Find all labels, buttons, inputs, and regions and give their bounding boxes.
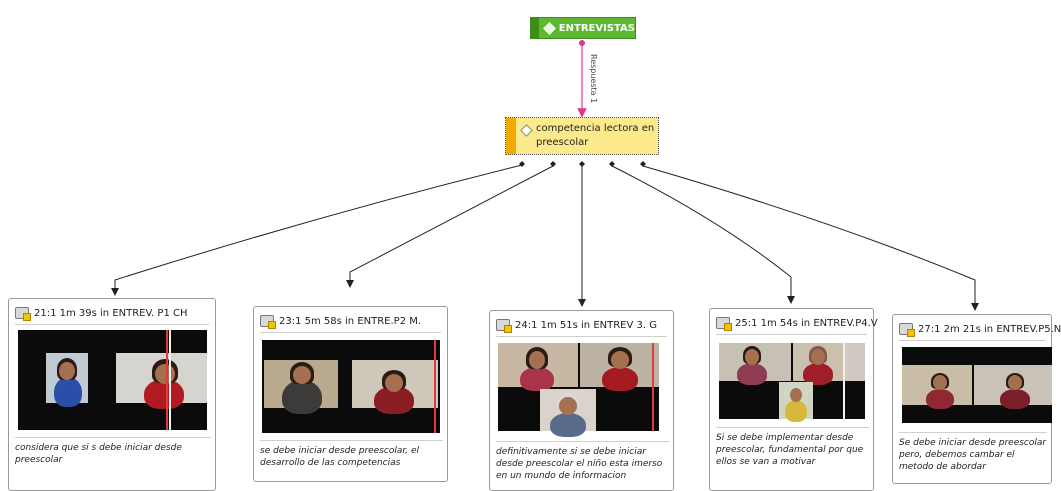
video-quotation-icon (716, 317, 732, 331)
quotation-card-2[interactable]: 23:1 5m 58s in ENTRE.P2 M. se debe inici… (253, 306, 448, 482)
participant-tile (845, 343, 865, 381)
code-color-bar (506, 118, 516, 154)
participant-tile (352, 360, 438, 414)
link-anchor-dots (519, 161, 646, 167)
root-node-label: ENTREVISTAS (558, 22, 635, 34)
participant-tile (779, 382, 813, 422)
participant-tile (719, 343, 791, 385)
video-quotation-icon (15, 307, 31, 321)
video-thumbnail (498, 343, 659, 437)
code-icon (520, 124, 533, 137)
quotation-card-header: 24:1 1m 51s in ENTREV 3. G (496, 317, 667, 337)
link-to-quote-5[interactable] (642, 165, 979, 311)
quotation-text: Se debe iniciar desde preescolar pero, d… (899, 432, 1047, 473)
root-node[interactable]: ENTREVISTAS (530, 17, 636, 39)
quotation-card-header: 27:1 2m 21s in ENTREV.P5.N (899, 321, 1061, 341)
participant-tile (580, 343, 659, 391)
code-label: competencia lectora en preescolar (536, 123, 655, 148)
root-node-color-bar (531, 18, 539, 38)
participant-tile (974, 365, 1052, 409)
video-thumbnail (719, 343, 865, 422)
link-to-quote-1[interactable] (111, 164, 523, 296)
quotation-card-header: 23:1 5m 58s in ENTRE.P2 M. (260, 313, 441, 333)
quotation-text: definitivamente si se debe iniciar desde… (496, 441, 669, 482)
relation-start-dot (579, 40, 585, 46)
quotation-card-1[interactable]: 21:1 1m 39s in ENTREV. P1 CH considera q… (8, 298, 216, 491)
video-quotation-icon (899, 323, 915, 337)
quotation-text: considera que si s debe iniciar desde pr… (15, 437, 211, 466)
quotation-id: 21:1 1m 39s in ENTREV. P1 CH (34, 307, 188, 319)
quotation-text: se debe iniciar desde preescolar, el des… (260, 440, 443, 469)
link-to-quote-2[interactable] (346, 165, 554, 288)
participant-tile (264, 360, 338, 414)
quotation-id: 25:1 1m 54s in ENTREV.P4.V (735, 317, 878, 329)
participant-tile (793, 343, 843, 385)
quotation-text: Si se debe implementar desde preescolar,… (716, 427, 869, 468)
video-thumbnail (262, 340, 440, 433)
video-thumbnail (18, 330, 207, 430)
participant-tile (540, 389, 596, 437)
video-quotation-icon (260, 315, 276, 329)
document-group-icon (543, 21, 556, 35)
quotation-card-5[interactable]: 27:1 2m 21s in ENTREV.P5.N Se debe inici… (892, 314, 1061, 484)
relation-label: Respuesta 1 (589, 54, 598, 104)
participant-tile (498, 343, 578, 391)
quotation-card-header: 25:1 1m 54s in ENTREV.P4.V (716, 315, 878, 335)
participant-tile (902, 365, 972, 409)
quotation-id: 27:1 2m 21s in ENTREV.P5.N (918, 323, 1061, 335)
video-thumbnail (902, 347, 1052, 423)
quotation-card-header: 21:1 1m 39s in ENTREV. P1 CH (15, 305, 209, 325)
link-to-quote-4[interactable] (611, 165, 795, 304)
quotation-id: 24:1 1m 51s in ENTREV 3. G (515, 319, 657, 331)
participant-tile (116, 353, 207, 409)
quotation-id: 23:1 5m 58s in ENTRE.P2 M. (279, 315, 422, 327)
code-node[interactable]: competencia lectora en preescolar (505, 117, 659, 155)
participant-tile (46, 353, 88, 407)
video-quotation-icon (496, 319, 512, 333)
quotation-card-4[interactable]: 25:1 1m 54s in ENTREV.P4.V Si se debe im… (709, 308, 878, 491)
quotation-card-3[interactable]: 24:1 1m 51s in ENTREV 3. G definitivamen… (489, 310, 674, 491)
